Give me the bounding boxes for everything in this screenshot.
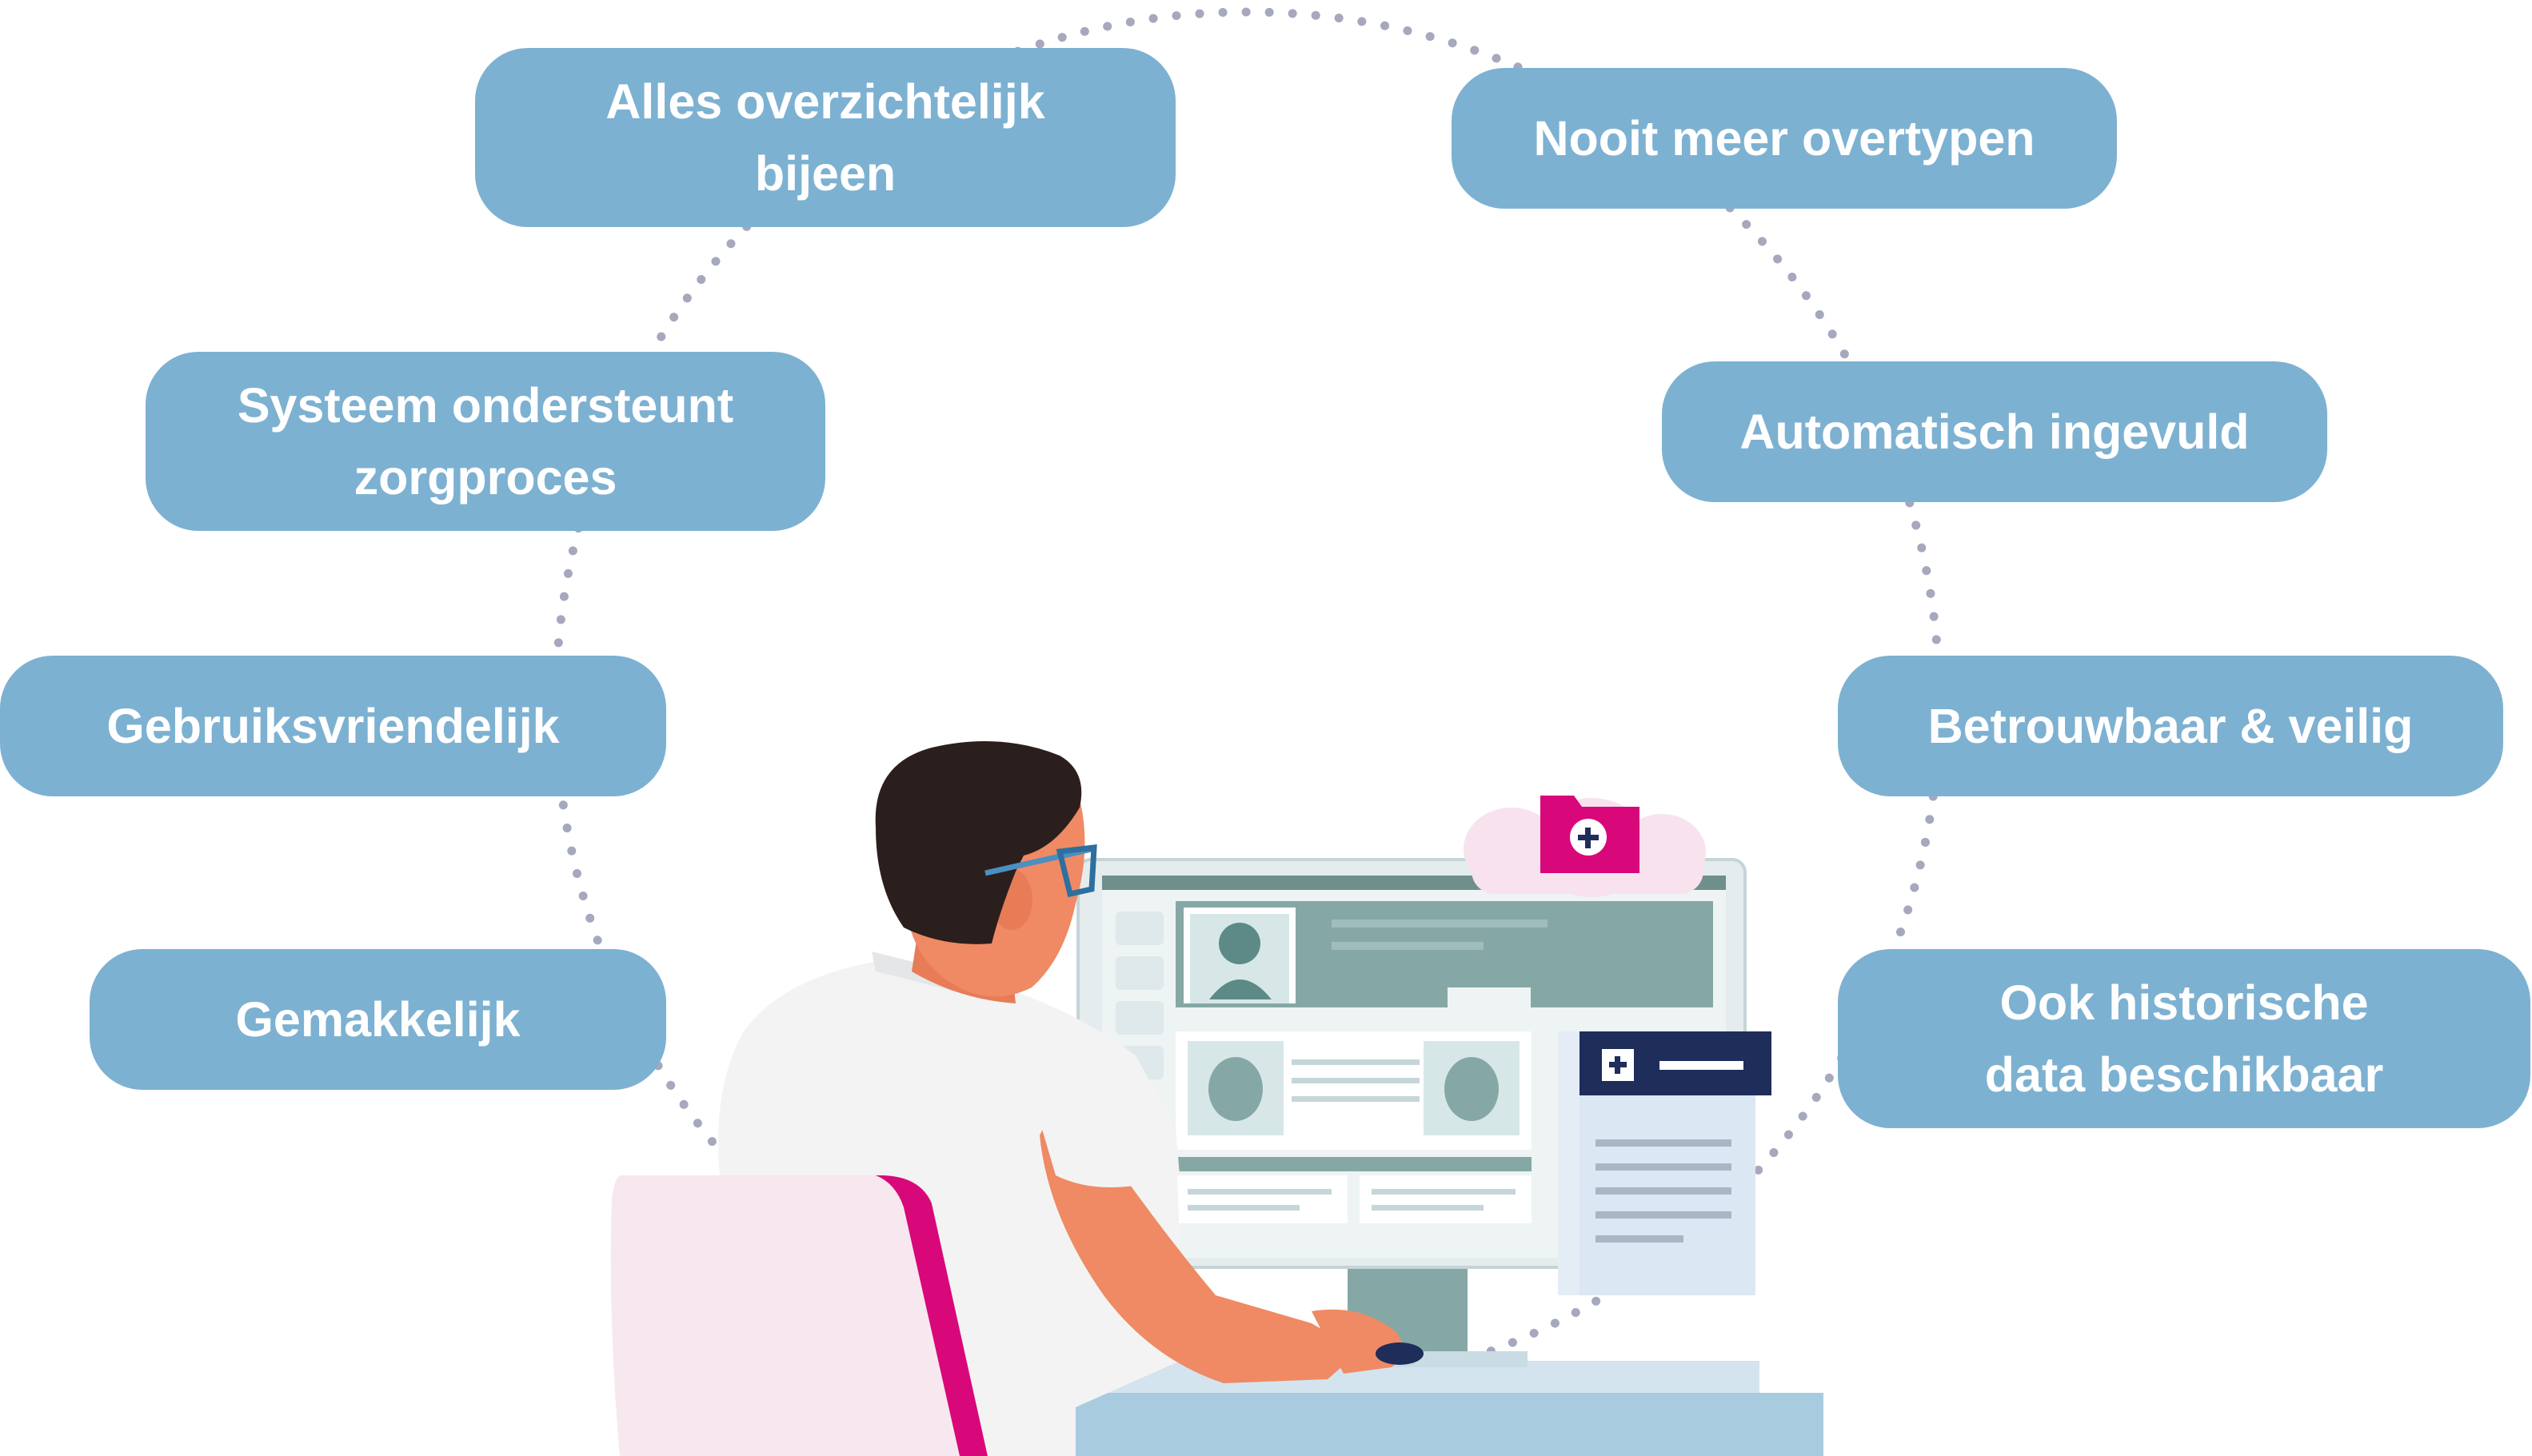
benefit-user-friendly: Gebruiksvriendelijk bbox=[0, 656, 666, 796]
benefit-easy-label: Gemakkelijk bbox=[235, 992, 521, 1047]
benefit-reliable-secure-label: Betrouwbaar & veilig bbox=[1927, 699, 2414, 753]
benefit-care-process-support-label: Systeem ondersteunt zorgproces bbox=[237, 378, 734, 505]
benefit-care-process-support: Systeem ondersteunt zorgproces bbox=[146, 352, 825, 531]
benefit-overview: Alles overzichtelijk bijeen bbox=[475, 48, 1176, 227]
cloud-folder bbox=[1464, 796, 1706, 897]
benefit-auto-filled: Automatisch ingevuld bbox=[1662, 361, 2327, 502]
benefit-historical-data-label: Ook historische data beschikbaar bbox=[1984, 975, 2384, 1102]
desk bbox=[1056, 1361, 1823, 1456]
chair bbox=[610, 1175, 988, 1456]
document-card bbox=[1558, 1031, 1771, 1295]
benefit-no-retyping: Nooit meer overtypen bbox=[1452, 68, 2117, 209]
benefit-no-retyping-label: Nooit meer overtypen bbox=[1533, 111, 2035, 166]
person bbox=[718, 741, 1424, 1456]
benefit-auto-filled-label: Automatisch ingevuld bbox=[1739, 405, 2250, 459]
benefit-easy: Gemakkelijk bbox=[90, 949, 666, 1090]
benefit-reliable-secure: Betrouwbaar & veilig bbox=[1838, 656, 2503, 796]
benefit-user-friendly-label: Gebruiksvriendelijk bbox=[106, 699, 560, 753]
benefit-overview-label: Alles overzichtelijk bijeen bbox=[605, 74, 1045, 201]
benefit-historical-data: Ook historische data beschikbaar bbox=[1838, 949, 2530, 1128]
